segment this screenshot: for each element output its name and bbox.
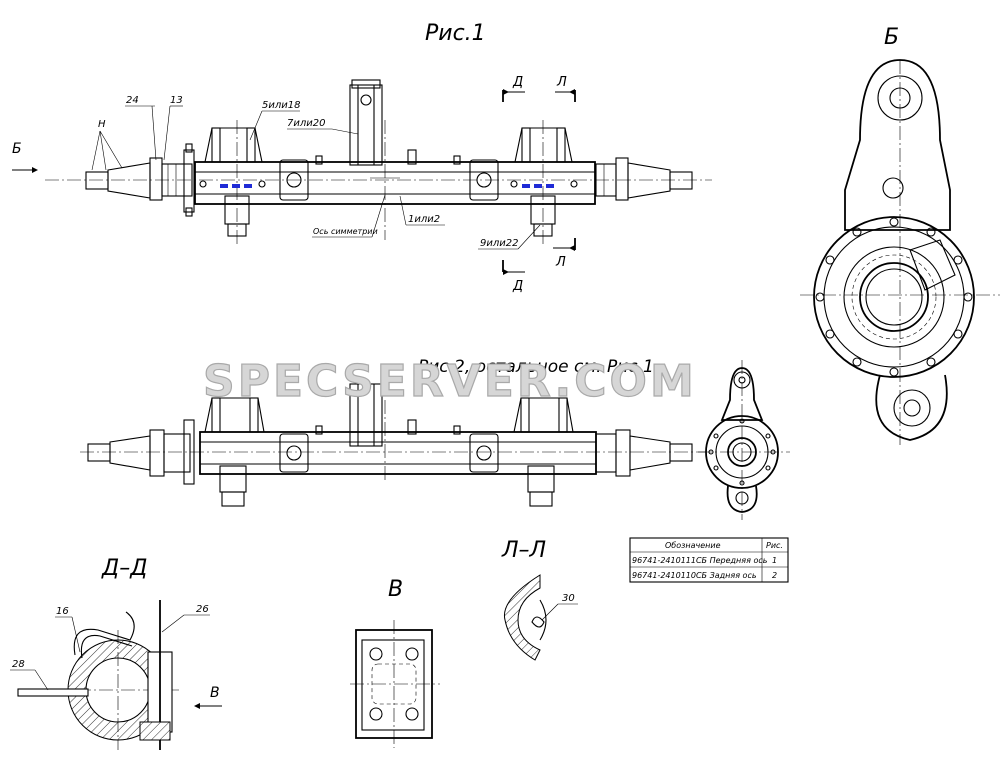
axle-fig1: Рис.1 <box>12 21 712 294</box>
d-bottom-letter: Д <box>512 279 523 294</box>
spec-row-1-fig: 1 <box>772 556 777 565</box>
callout-16: 16 <box>56 606 69 617</box>
center-bracket <box>349 79 400 179</box>
fig1-title: Рис.1 <box>425 21 486 46</box>
callout-1: 1или2 <box>408 214 440 225</box>
callout-28: 28 <box>12 659 25 670</box>
spec-row-2-designation: 96741-2410110СБ Задняя ось <box>632 571 757 580</box>
view-v: В <box>350 577 440 748</box>
view-b-title: Б <box>884 25 899 50</box>
spec-header-designation: Обозначение <box>665 541 721 550</box>
callout-30: 30 <box>562 593 575 604</box>
section-arrows-fig1: Б Д Л Л Д <box>12 75 576 294</box>
section-ll-title: Л–Л <box>501 538 546 563</box>
callout-7: 7или20 <box>287 118 325 129</box>
view-v-letter: В <box>210 685 220 701</box>
left-spindle <box>85 143 195 217</box>
view-b-large: Б <box>800 25 1000 445</box>
spec-row-1-designation: 96741-2410111СБ Передняя ось <box>632 556 768 565</box>
spec-table-frame <box>629 537 789 583</box>
l-top-letter: Л <box>556 75 567 90</box>
fig1-callouts: 24 13 H 5или18 7или20 Ось симметрии 1или… <box>91 95 541 250</box>
fig2-title: Рис.2, остальное см. Рис.1 <box>418 357 654 377</box>
section-dd-title: Д–Д <box>101 556 147 581</box>
view-b-small <box>698 360 790 520</box>
callout-26: 26 <box>196 604 209 615</box>
spec-table: Обозначение Рис. 96741-2410111СБ Передня… <box>629 537 789 583</box>
bolt-circle <box>815 217 973 377</box>
d-top-letter: Д <box>512 75 523 90</box>
callout-5: 5или18 <box>262 100 300 111</box>
callout-13: 13 <box>170 95 183 106</box>
watermark: SPECSERVER.COM <box>203 356 697 407</box>
left-spring-pad <box>199 120 266 245</box>
section-d-d: Д–Д 16 26 28 В <box>10 556 222 750</box>
view-v-title: В <box>388 577 403 602</box>
callout-24: 24 <box>126 95 139 106</box>
right-spindle <box>595 157 693 201</box>
callout-H: H <box>98 119 106 130</box>
section-l-l: Л–Л 30 <box>501 538 578 661</box>
right-spring-pad <box>510 120 578 245</box>
axle-fig2: Рис.2, остальное см. Рис.1 <box>80 357 705 507</box>
spec-row-2-fig: 2 <box>772 571 777 580</box>
l-bottom-letter: Л <box>555 255 566 270</box>
spec-header-fig: Рис. <box>766 541 783 550</box>
axle-beam <box>194 161 596 205</box>
stabilizer-brackets <box>279 149 499 201</box>
callout-axis: Ось симметрии <box>313 227 378 236</box>
view-b-letter: Б <box>12 141 22 157</box>
part-28-plate <box>17 688 89 697</box>
callout-9: 9или22 <box>480 238 518 249</box>
